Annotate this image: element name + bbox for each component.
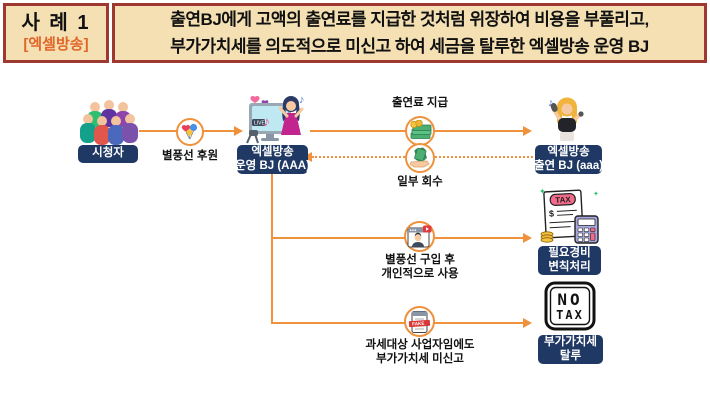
vat-label-line-1: 과세대상 사업자임에도 [365,339,475,351]
guest-tag: 엑셀방송 출연 BJ (aaa) [533,145,604,174]
donation-arrow-head [234,126,243,136]
viewers-tag: 시청자 [78,145,138,163]
star-balloon-icon [176,118,204,146]
evasion-tag-line-1: 부가가치세 [544,336,597,348]
live-badge: LIVE [254,121,266,127]
svg-text:♪: ♪ [263,113,270,129]
recovery-arrow-line [312,156,600,158]
purchase-label-line-2: 개인적으로 사용 [381,268,459,280]
guest-singer-icon: ♪ [542,94,592,146]
operator-tag-line-2: 운영 BJ (AAA) [235,159,310,172]
money-stack-icon [405,116,435,146]
svg-text:✦: ✦ [593,190,599,198]
case-box: 사 례 1 [엑셀방송] [3,3,109,63]
tax-calculator-icon: ✦ ✦ TAX $ [537,186,601,246]
svg-text:✦: ✦ [539,187,546,196]
fee-payment-label: 출연료 지급 [391,97,449,109]
svg-text:♪: ♪ [299,94,305,106]
purchase-arrow-line [271,237,524,239]
operator-tag: 엑셀방송 운영 BJ (AAA) [235,145,310,174]
guest-tag-line-2: 출연 BJ (aaa) [533,159,604,172]
case-number: 사 례 1 [21,12,91,34]
tax-stamp-text: TAX [555,195,572,205]
expense-tag-line-2: 변칙처리 [548,260,591,273]
donation-label: 별풍선 후원 [161,150,219,162]
guest-tag-line-1: 엑셀방송 [547,146,590,158]
no-tax-text-line-2: TAX [556,308,584,322]
purchase-arrow-head [523,233,532,243]
vat-label: 과세대상 사업자임에도 부가가치세 미신고 [355,338,485,366]
recovery-label: 일부 회수 [397,176,443,188]
viewers-tag-label: 시청자 [92,147,124,160]
purchase-label: 별풍선 구입 후 개인적으로 사용 [364,253,476,281]
svg-text:$: $ [549,208,555,218]
case-description-line-2: 부가가치세를 의도적으로 미신고 하여 세금을 탈루한 엑셀방송 운영 BJ [170,37,649,56]
vat-arrow-head [523,318,532,328]
no-tax-icon: NO TAX [544,281,596,331]
fee-arrow-head [523,126,532,136]
fake-stamp-text: FAKE [412,320,425,326]
purchase-label-line-1: 별풍선 구입 후 [385,254,455,266]
no-tax-text-line-1: NO [557,290,582,309]
operator-streamer-icon: ♪ ♪ LIVE [243,91,307,146]
operator-tag-line-1: 엑셀방송 [251,146,294,158]
evasion-tag-line-2: 탈루 [559,349,582,362]
svg-text:♪: ♪ [548,97,554,109]
viewers-people-icon [80,98,138,146]
vat-label-line-2: 부가가치세 미신고 [376,353,464,365]
case-tag: [엑셀방송] [23,36,89,53]
case-description-line-1: 출연BJ에게 고액의 출연료를 지급한 것처럼 위장하여 비용을 부풀리고, [170,10,649,29]
browser-person-icon [404,221,435,252]
case-description-box: 출연BJ에게 고액의 출연료를 지급한 것처럼 위장하여 비용을 부풀리고, 부… [112,3,707,63]
vat-arrow-line [271,322,524,324]
fake-document-icon: FAKE [404,306,435,337]
hand-money-icon [405,143,435,173]
branch-vertical-line [271,174,273,324]
evasion-tag: 부가가치세 탈루 [538,335,603,364]
expense-tag-line-1: 필요경비 [548,247,591,259]
expense-tag: 필요경비 변칙처리 [538,246,601,275]
